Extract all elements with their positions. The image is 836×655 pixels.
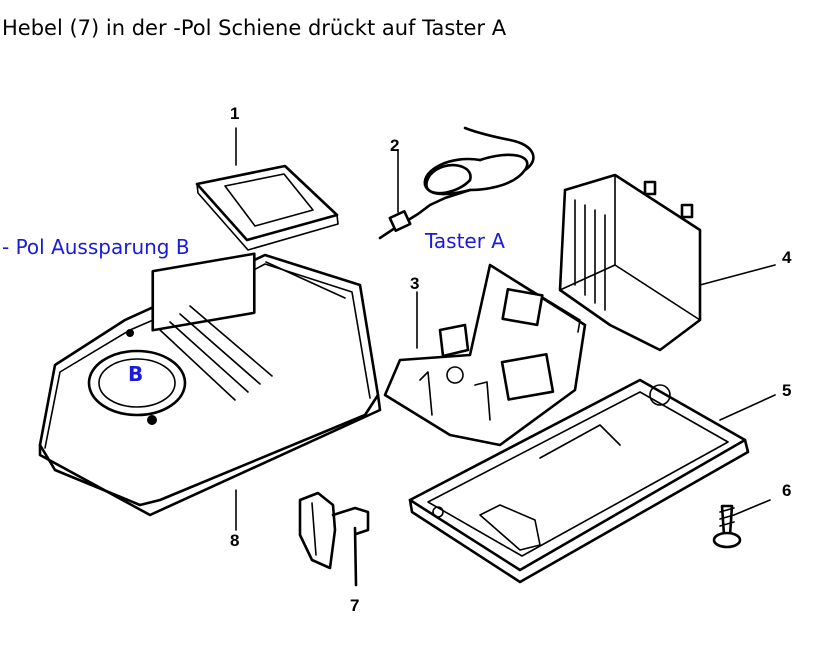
- part-number-7: 7: [350, 596, 360, 615]
- part-number-6: 6: [782, 481, 792, 500]
- part-number-8: 8: [230, 531, 240, 550]
- part-number-5: 5: [782, 381, 792, 400]
- part-7-lever: [298, 491, 370, 587]
- part-6-screw: [712, 499, 771, 549]
- part-8-housing: [38, 252, 382, 531]
- part-number-1: 1: [230, 104, 240, 123]
- part-number-3: 3: [410, 274, 420, 293]
- page-title: Hebel (7) in der -Pol Schiene drückt auf…: [2, 16, 507, 40]
- annotation-b-marker: B: [128, 362, 144, 386]
- annotation-pole-recess: - Pol Aussparung B: [2, 235, 190, 259]
- part-2-power-cable: [378, 126, 535, 240]
- part-4-transformer: [558, 173, 776, 352]
- annotation-switch-a: Taster A: [425, 229, 505, 253]
- part-number-2: 2: [390, 136, 400, 155]
- part-3-circuit-board: [383, 263, 587, 447]
- part-5-base-plate: [408, 378, 776, 584]
- part-number-4: 4: [782, 248, 792, 267]
- part-1-label-plate: [195, 127, 339, 251]
